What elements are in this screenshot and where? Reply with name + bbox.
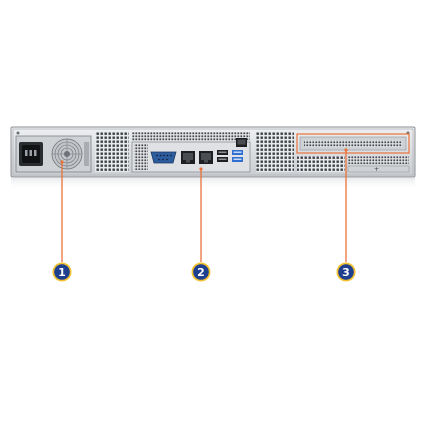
svg-text:+: + (374, 166, 379, 173)
vga-port-icon (150, 151, 177, 164)
usb-port-icon (232, 150, 243, 155)
vent-grille (132, 132, 250, 141)
callout-label-2: 2 (197, 266, 205, 279)
callout-anchor-3 (344, 148, 348, 152)
callout-badge-2: 2 (191, 262, 211, 282)
vent-grille (95, 132, 129, 172)
io-panel (131, 138, 251, 173)
callout-leaders (60, 148, 348, 262)
callout-anchor-2 (199, 167, 203, 171)
callout-anchor-1 (60, 160, 64, 164)
ethernet-port-icon (199, 151, 213, 164)
usb-port-icon (217, 157, 228, 162)
callout-badge-3: 3 (336, 262, 356, 282)
psu-fan-grille-icon (51, 138, 83, 170)
vent-grille (256, 132, 294, 172)
callout-label-3: 3 (342, 266, 350, 279)
callout-label-1: 1 (58, 266, 66, 279)
usb-port-icon (217, 150, 228, 155)
ethernet-port-icon (181, 151, 195, 164)
rack-mount-hole-left (16, 131, 20, 135)
power-supply (15, 135, 92, 173)
callout-badge-1: 1 (52, 262, 72, 282)
power-inlet-icon (19, 142, 43, 166)
expansion-slots: + (296, 133, 410, 173)
management-port-icon (236, 138, 247, 147)
usb-port-icon (232, 157, 243, 162)
